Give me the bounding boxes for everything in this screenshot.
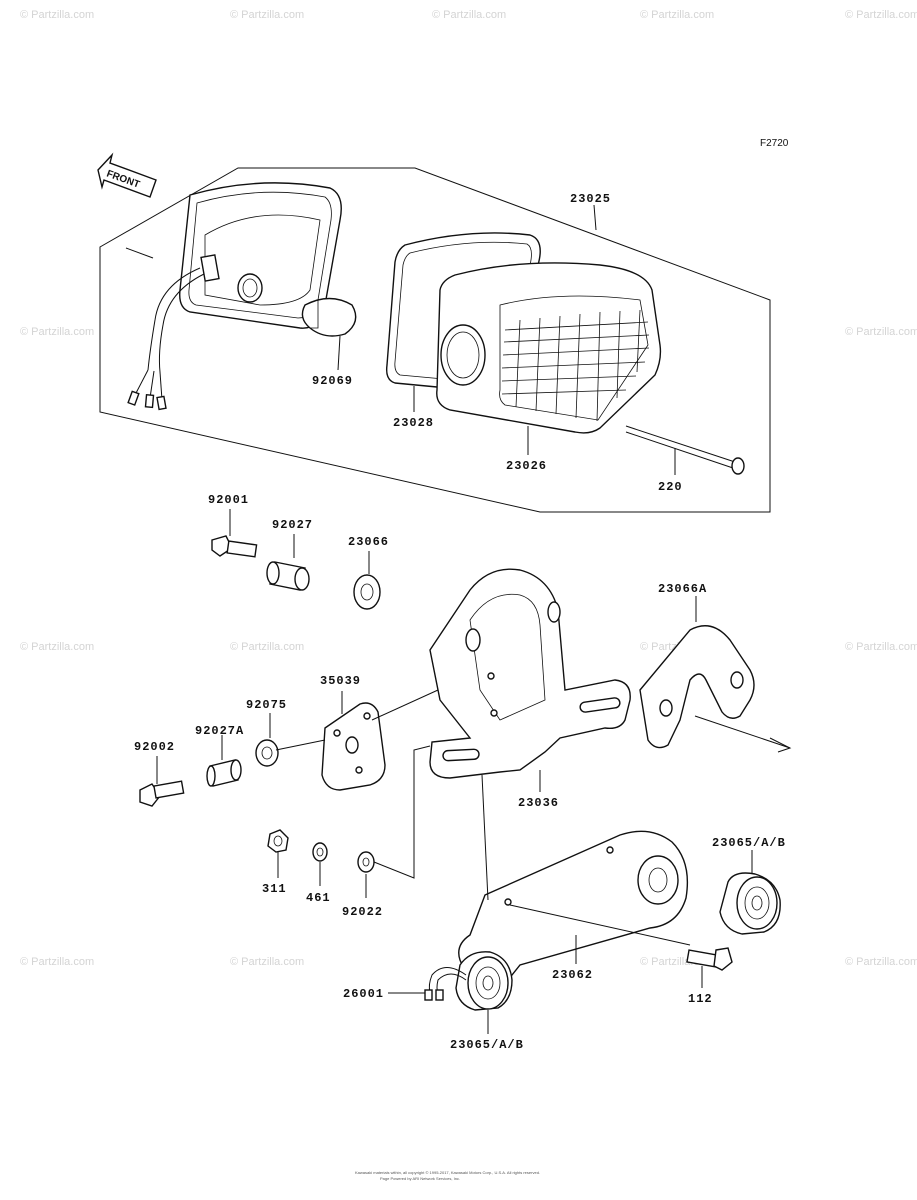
leader-line xyxy=(694,715,791,749)
leader-line xyxy=(593,204,597,231)
footer-powered-by: Page Powered by ARI Network Services, In… xyxy=(380,1176,460,1181)
part-label: 92002 xyxy=(134,740,175,754)
watermark: © Partzilla.com xyxy=(230,9,304,21)
plate-23062 xyxy=(458,830,689,998)
collar-92027A xyxy=(206,759,242,787)
watermark: © Partzilla.com xyxy=(20,956,94,968)
part-label: 92027A xyxy=(195,724,244,738)
leader-line xyxy=(371,689,439,721)
leader-line xyxy=(337,335,341,371)
bracket-23036 xyxy=(429,568,631,779)
watermark: © Partzilla.com xyxy=(845,641,917,653)
part-label: 23065/A/B xyxy=(712,836,786,850)
leader-line xyxy=(275,739,326,751)
watermark: © Partzilla.com xyxy=(230,641,304,653)
washer-23066 xyxy=(353,574,381,610)
screw-220 xyxy=(625,425,745,475)
wire-26001 xyxy=(424,967,467,1001)
part-label: 92027 xyxy=(272,518,313,532)
watermark: © Partzilla.com xyxy=(845,326,917,338)
leader-line xyxy=(373,745,431,879)
leader-line xyxy=(481,774,489,901)
part-label: 92069 xyxy=(312,374,353,388)
part-label: 23028 xyxy=(393,416,434,430)
plate-35039 xyxy=(321,702,386,791)
watermark: © Partzilla.com xyxy=(20,326,94,338)
bolt-92002 xyxy=(139,780,185,807)
part-label: 23025 xyxy=(570,192,611,206)
part-label: 23066A xyxy=(658,582,707,596)
leader-line xyxy=(509,904,691,946)
lamp-housing-back xyxy=(179,182,342,329)
bolt-92001 xyxy=(211,535,258,558)
nut-311 xyxy=(267,829,289,853)
part-label: 26001 xyxy=(343,987,384,1001)
plate-23066A xyxy=(639,625,755,749)
part-label: 92001 xyxy=(208,493,249,507)
watermark: © Partzilla.com xyxy=(230,956,304,968)
part-label: 112 xyxy=(688,992,713,1006)
part-label: 220 xyxy=(658,480,683,494)
part-label: 23066 xyxy=(348,535,389,549)
bulb-92069 xyxy=(301,297,357,337)
watermark: © Partzilla.com xyxy=(20,641,94,653)
washer-461 xyxy=(312,842,328,862)
part-label: 461 xyxy=(306,891,331,905)
lamp-23065-left xyxy=(455,951,513,1011)
part-label: 35039 xyxy=(320,674,361,688)
leader-line xyxy=(125,247,154,259)
washer-92075 xyxy=(255,739,279,767)
footer-copyright: Kawasaki materials within, all copyright… xyxy=(355,1170,540,1175)
collar-92027 xyxy=(266,561,310,591)
part-label: 92075 xyxy=(246,698,287,712)
part-label: 23036 xyxy=(518,796,559,810)
arrow-icon xyxy=(769,737,792,753)
watermark: © Partzilla.com xyxy=(432,9,506,21)
front-arrow-icon: FRONT xyxy=(97,152,157,198)
watermark: © Partzilla.com xyxy=(20,9,94,21)
part-label: 311 xyxy=(262,882,287,896)
watermark-layer: © Partzilla.com © Partzilla.com © Partzi… xyxy=(20,9,917,968)
watermark: © Partzilla.com xyxy=(640,9,714,21)
part-label: 23062 xyxy=(552,968,593,982)
part-label: 92022 xyxy=(342,905,383,919)
watermark: © Partzilla.com xyxy=(845,9,917,21)
figure-code: F2720 xyxy=(760,138,789,149)
part-label: 23026 xyxy=(506,459,547,473)
assembly-outline xyxy=(99,167,771,513)
lens-grid xyxy=(501,309,650,422)
lens-23026 xyxy=(436,262,662,434)
bolt-112 xyxy=(686,947,733,971)
watermark: © Partzilla.com xyxy=(845,956,917,968)
wire-harness xyxy=(127,267,205,411)
lamp-23065-right xyxy=(719,872,781,935)
part-label: 23065/A/B xyxy=(450,1038,524,1052)
washer-92022 xyxy=(357,851,375,873)
